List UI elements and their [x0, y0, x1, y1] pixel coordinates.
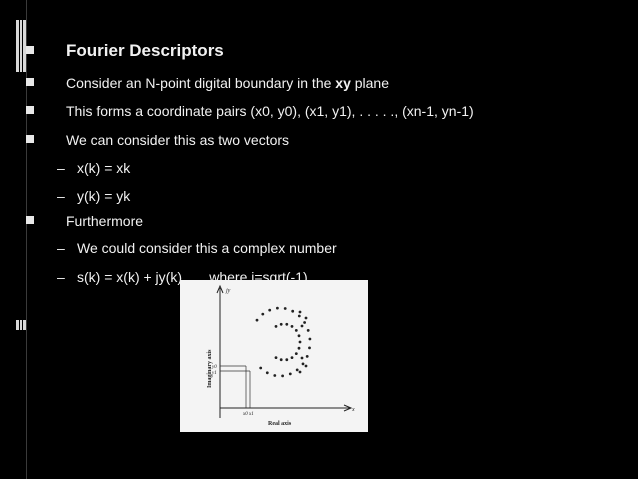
- y-axis-title: Imaginary axis: [207, 349, 213, 388]
- y-arrow-label: jy: [225, 288, 231, 294]
- boundary-point: [274, 325, 278, 328]
- boundary-point: [290, 356, 294, 359]
- decor-block-top-3: [23, 20, 26, 72]
- boundary-point: [297, 346, 301, 350]
- boundary-point: [276, 306, 279, 310]
- decor-block-top-2: [20, 20, 22, 72]
- boundary-point: [294, 352, 298, 355]
- x-axis-title: Real axis: [268, 421, 292, 427]
- boundary-plot: jy x Imaginary axis Real axis y0 y1 x0 x…: [207, 284, 355, 427]
- x1-label: x1: [248, 412, 254, 417]
- boundary-point: [288, 372, 292, 376]
- boundary-point: [297, 314, 301, 318]
- boundary-point: [268, 308, 272, 312]
- bullet-square-icon: [26, 46, 34, 54]
- boundary-point: [308, 346, 311, 350]
- dash-marker: –: [57, 269, 65, 285]
- boundary-point: [300, 356, 304, 360]
- boundary-point: [285, 358, 289, 362]
- boundary-point: [279, 322, 283, 326]
- boundary-point: [295, 368, 299, 372]
- boundary-point: [303, 321, 306, 324]
- y-axis-arrow: [216, 284, 224, 294]
- boundary-point: [290, 325, 294, 328]
- sidebar-divider: [26, 0, 27, 479]
- dash-marker: –: [57, 188, 65, 204]
- boundary-point: [298, 340, 302, 344]
- sidebar-strip: [0, 0, 26, 479]
- decor-block-top-1: [16, 20, 19, 72]
- boundary-point: [308, 337, 312, 341]
- x-arrow-label: x: [351, 407, 355, 413]
- x-axis-arrow: [343, 404, 353, 412]
- bullet-text: This forms a coordinate pairs (x0, y0), …: [66, 103, 474, 119]
- boundary-point: [281, 374, 284, 378]
- boundary-point: [261, 312, 265, 316]
- boundary-figure: jy x Imaginary axis Real axis y0 y1 x0 x…: [180, 280, 368, 432]
- boundary-points: [255, 306, 312, 378]
- bullet-square-icon: [26, 216, 34, 224]
- boundary-point: [304, 316, 308, 320]
- y0-label: y0: [211, 365, 217, 370]
- boundary-point: [306, 329, 310, 332]
- boundary-point: [265, 371, 269, 375]
- bullet-text: We can consider this as two vectors: [66, 132, 290, 148]
- boundary-point: [298, 310, 302, 314]
- decor-block-bottom-1: [16, 320, 19, 330]
- decor-block-bottom-3: [23, 320, 26, 330]
- bullet-text: Consider an N-point digital boundary in …: [66, 75, 390, 91]
- boundary-point: [291, 309, 295, 313]
- dash-marker: –: [57, 240, 65, 256]
- bullet-text: x(k) = xk: [77, 160, 131, 176]
- decor-block-bottom-2: [20, 320, 22, 330]
- boundary-point: [259, 366, 263, 370]
- boundary-point: [255, 318, 259, 322]
- bullet-square-icon: [26, 106, 34, 114]
- bullet-square-icon: [26, 78, 34, 86]
- y1-label: y1: [211, 371, 217, 376]
- dash-marker: –: [57, 160, 65, 176]
- boundary-point: [301, 362, 305, 366]
- boundary-point: [279, 358, 283, 362]
- boundary-point: [305, 355, 309, 358]
- bullet-text: Furthermore: [66, 213, 144, 229]
- boundary-point: [297, 334, 301, 338]
- boundary-point: [294, 329, 298, 332]
- x0-label: x0: [242, 412, 248, 417]
- boundary-point: [300, 324, 304, 328]
- bullet-text: We could consider this a complex number: [77, 240, 337, 256]
- bullet-text: y(k) = yk: [77, 188, 131, 204]
- bullet-text: Fourier Descriptors: [66, 41, 224, 60]
- boundary-point: [283, 307, 287, 310]
- boundary-point: [273, 374, 277, 377]
- boundary-point: [304, 364, 308, 368]
- bullet-square-icon: [26, 135, 34, 143]
- boundary-point: [285, 322, 289, 326]
- boundary-point: [298, 370, 302, 374]
- boundary-point: [274, 356, 278, 359]
